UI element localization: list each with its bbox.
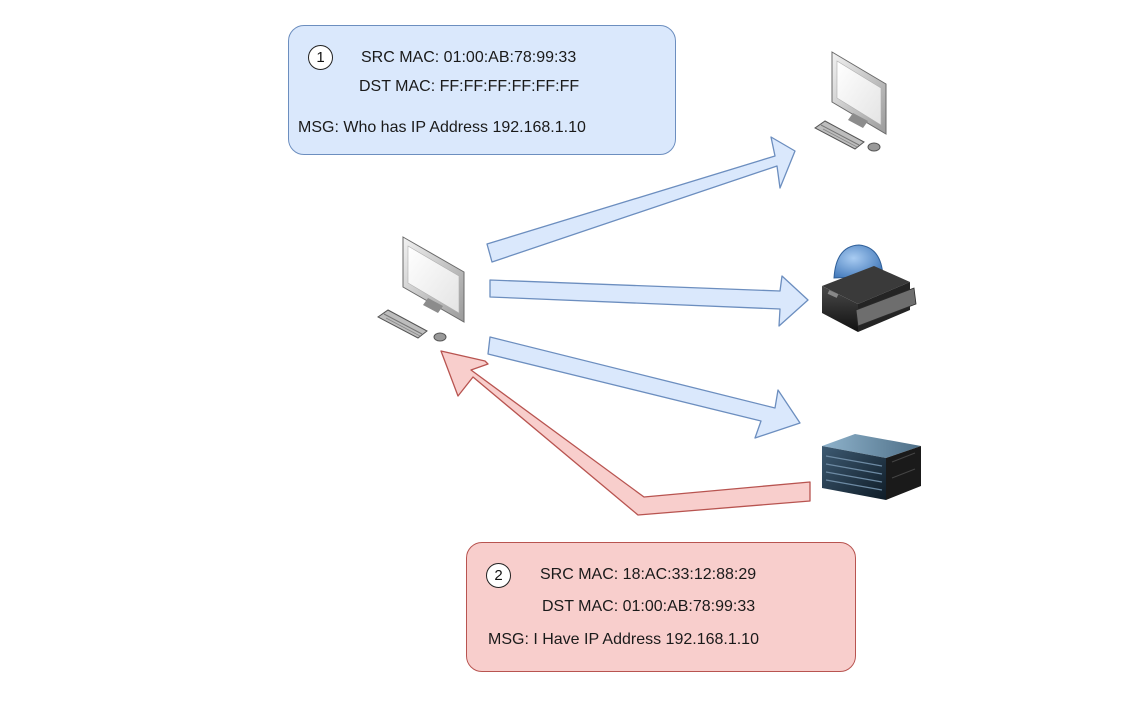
request-message: MSG: Who has IP Address 192.168.1.10 (298, 119, 586, 136)
request-dst-mac: DST MAC: FF:FF:FF:FF:FF:FF (359, 78, 580, 95)
step-2-badge: 2 (486, 563, 511, 588)
arp-reply-box: 2 SRC MAC: 18:AC:33:12:88:29 DST MAC: 01… (466, 542, 856, 672)
step-1-badge: 1 (308, 45, 333, 70)
server-icon (822, 434, 921, 500)
printer-icon (822, 244, 917, 332)
sender-computer-icon (377, 236, 465, 342)
reply-src-mac: SRC MAC: 18:AC:33:12:88:29 (540, 566, 757, 583)
reply-dst-mac: DST MAC: 01:00:AB:78:99:33 (542, 598, 756, 615)
reply-arrow-to-sender (440, 350, 811, 516)
arp-request-box: 1 SRC MAC: 01:00:AB:78:99:33 DST MAC: FF… (288, 25, 676, 155)
broadcast-arrow-to-computer (486, 136, 796, 263)
target-computer-icon (814, 51, 887, 152)
broadcast-arrow-to-printer (489, 275, 809, 327)
reply-message: MSG: I Have IP Address 192.168.1.10 (488, 631, 759, 648)
broadcast-arrow-to-server (487, 336, 801, 439)
request-src-mac: SRC MAC: 01:00:AB:78:99:33 (361, 49, 577, 66)
